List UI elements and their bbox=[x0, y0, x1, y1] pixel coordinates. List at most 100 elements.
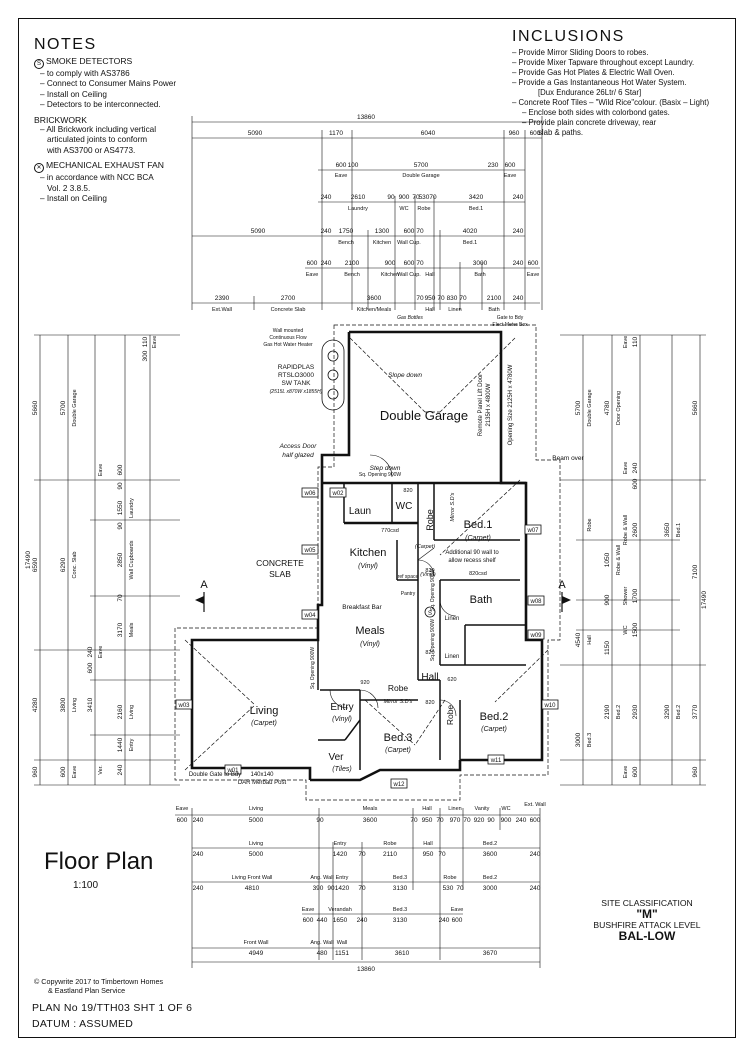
dim-text: 70 bbox=[416, 260, 424, 267]
hot-water-label: Wall mounted bbox=[273, 328, 304, 334]
dim-text: 5660 bbox=[32, 400, 39, 415]
dim-label: Eave bbox=[623, 766, 629, 779]
dim-label: Bed.2 bbox=[483, 875, 497, 881]
dim-text: 4780 bbox=[604, 400, 611, 415]
dim-text: 70 bbox=[117, 594, 124, 602]
dim-text: 70 bbox=[463, 817, 471, 824]
dim-text: 3600 bbox=[367, 295, 382, 302]
dim-text: 3000 bbox=[575, 732, 582, 747]
drawing-scale: 1:100 bbox=[73, 880, 99, 891]
window-label: w06 bbox=[303, 491, 316, 497]
door-size: 820 bbox=[403, 488, 412, 494]
room-robe3: Robe bbox=[445, 705, 455, 726]
dim-text: 600 bbox=[404, 260, 415, 267]
dim-text: 5090 bbox=[251, 228, 266, 235]
dim-label: Bed.2 bbox=[676, 705, 682, 719]
opening-label: Sq. Opening 900W bbox=[310, 647, 316, 690]
drawing-border bbox=[18, 18, 736, 1038]
room-bed3: Bed.3 bbox=[384, 732, 413, 744]
dim-text: 600 bbox=[530, 130, 541, 137]
slope-label: Slope down bbox=[388, 372, 422, 379]
window-label: w10 bbox=[543, 703, 556, 709]
dim-text: 900 bbox=[399, 194, 410, 201]
post-label: 140x140 bbox=[250, 772, 274, 778]
linen-label: Linen bbox=[445, 654, 460, 660]
dim-text: 230 bbox=[488, 162, 499, 169]
dim-text: 600 bbox=[307, 260, 318, 267]
dim-text: 3130 bbox=[393, 885, 408, 892]
dim-label: Bed.3 bbox=[393, 907, 407, 913]
brick-title: BRICKWORK bbox=[34, 114, 87, 125]
dim-text: 2160 bbox=[117, 704, 124, 719]
dim-text: 6590 bbox=[32, 557, 39, 572]
dim-label: Laundry bbox=[348, 206, 368, 212]
dim-label: Ext. Wall bbox=[524, 802, 546, 808]
window-label: w09 bbox=[529, 633, 542, 639]
dim-text: 1650 bbox=[333, 917, 348, 924]
window-label: w07 bbox=[526, 528, 539, 534]
dim-text: 5700 bbox=[414, 162, 429, 169]
concrete-slab-label: SLAB bbox=[269, 569, 291, 579]
dim-text: 5700 bbox=[575, 400, 582, 415]
room-garage: Double Garage bbox=[380, 408, 468, 423]
dim-label: Wall Cup. bbox=[397, 240, 421, 246]
dim-text: 13860 bbox=[357, 114, 375, 121]
inclusion-item: – Concrete Roof Tiles – "Wild Rice"colou… bbox=[512, 98, 710, 107]
dim-label: WC bbox=[623, 625, 629, 634]
dim-text: 70 bbox=[416, 295, 424, 302]
dim-label: Verandah bbox=[328, 907, 352, 913]
dim-text: 1700 bbox=[632, 588, 639, 603]
dim-text: 1151 bbox=[335, 950, 349, 957]
plan-number: PLAN No 19/TTH03 SHT 1 OF 6 bbox=[32, 1002, 193, 1014]
dim-text: 90 bbox=[117, 482, 124, 490]
notes-item: – in accordance with NCC BCA bbox=[40, 173, 154, 183]
dim-label: Hall bbox=[425, 307, 434, 313]
notes-heading: NOTES bbox=[34, 36, 97, 53]
dim-label: Hall bbox=[587, 635, 593, 644]
inclusion-item: – Provide Mixer Tapware throughout excep… bbox=[512, 58, 695, 67]
dim-text: 900 bbox=[604, 594, 611, 605]
dim-text: 2100 bbox=[487, 295, 502, 302]
floor-kitchen: (Vinyl) bbox=[358, 563, 378, 570]
window-label: w11 bbox=[490, 758, 502, 764]
dim-text: 600 bbox=[87, 662, 94, 673]
bushfire-label: BUSHFIRE ATTACK LEVEL bbox=[593, 920, 701, 930]
floor-bed2: (Carpet) bbox=[481, 726, 507, 733]
dim-text: 600 bbox=[528, 260, 539, 267]
door-size: 820 bbox=[425, 568, 434, 574]
notes-item: – Connect to Consumer Mains Power bbox=[40, 79, 177, 89]
dim-text: 240 bbox=[513, 295, 524, 302]
dim-label: Linen bbox=[448, 806, 461, 812]
hall-floor: (Vinyl) bbox=[420, 572, 436, 578]
step-down-label: Step down bbox=[370, 465, 401, 472]
dim-text: 3410 bbox=[87, 697, 94, 712]
dim-text: 600 bbox=[632, 766, 639, 777]
dim-label: Eave bbox=[72, 766, 78, 779]
dim-text: 240 bbox=[321, 194, 332, 201]
dim-text: 240 bbox=[530, 885, 541, 892]
window-label: w01 bbox=[226, 768, 239, 774]
section-mark: A bbox=[558, 579, 566, 591]
fan-title: MECHANICAL EXHAUST FAN bbox=[46, 160, 164, 171]
window-label: w12 bbox=[392, 782, 405, 788]
dim-text: 90 bbox=[117, 522, 124, 530]
dim-text: 4810 bbox=[245, 885, 260, 892]
dim-text: 900 bbox=[385, 260, 396, 267]
dim-text: 240 bbox=[321, 260, 332, 267]
dim-text: 70 bbox=[436, 817, 444, 824]
dim-label: Double Garage bbox=[402, 173, 439, 179]
dim-text: 240 bbox=[632, 462, 639, 473]
dim-text: 3130 bbox=[393, 917, 408, 924]
notes-item: articulated joints to conform bbox=[47, 135, 148, 145]
room-verandah: Ver bbox=[328, 752, 344, 763]
smoke-title: SMOKE DETECTORS bbox=[46, 56, 133, 66]
dim-text: 70 bbox=[437, 295, 445, 302]
garage-door-label: Remote Panel Lift Door bbox=[478, 374, 484, 436]
dim-text: 240 bbox=[513, 228, 524, 235]
dim-label: Living Front Wall bbox=[232, 875, 273, 881]
floor-verandah: (Tiles) bbox=[332, 766, 351, 773]
door-size: 820 bbox=[425, 650, 434, 656]
breakfast-bar-label: Breakfast Bar bbox=[342, 604, 382, 611]
dim-text: 70 bbox=[456, 885, 464, 892]
dim-label: Robe & Wall bbox=[623, 515, 629, 545]
